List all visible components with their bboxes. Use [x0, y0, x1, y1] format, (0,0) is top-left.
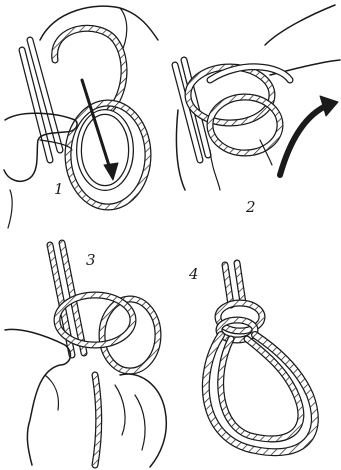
- step-number-2: 2: [246, 200, 256, 215]
- step-2-panel: 2: [170, 0, 341, 230]
- step-1-panel: 1: [0, 0, 170, 230]
- step-3-panel: 3: [0, 235, 185, 470]
- step-4-illustration: [185, 235, 341, 470]
- step-1-illustration: [0, 0, 170, 230]
- step-4-panel: 4: [185, 235, 341, 470]
- step-number-3: 3: [86, 253, 96, 268]
- step-2-illustration: [170, 0, 341, 230]
- step-number-1: 1: [54, 182, 64, 197]
- step-3-illustration: [0, 235, 185, 470]
- step-number-4: 4: [189, 267, 199, 282]
